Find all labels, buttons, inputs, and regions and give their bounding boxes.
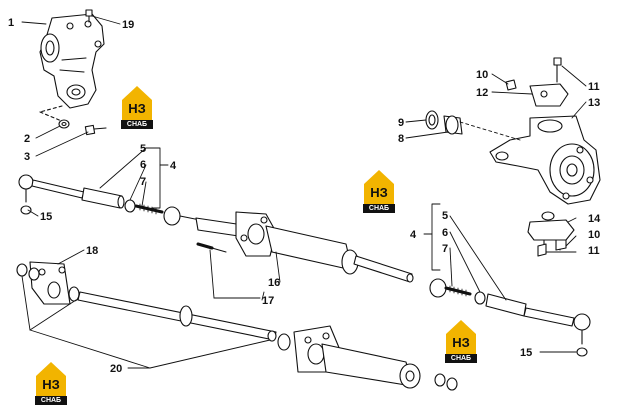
callout-11-bottom: 11 xyxy=(588,245,600,257)
bolt-3 xyxy=(84,124,107,136)
svg-text:СНАБ: СНАБ xyxy=(41,397,61,404)
callout-4-left: 4 xyxy=(170,160,177,172)
center-drag-link xyxy=(195,211,414,283)
callout-5-left: 5 xyxy=(140,143,146,155)
svg-text:НЗ: НЗ xyxy=(42,377,60,392)
callout-18: 18 xyxy=(86,245,98,257)
callout-2: 2 xyxy=(24,133,30,145)
callout-17: 17 xyxy=(262,295,274,307)
callout-8: 8 xyxy=(398,133,404,145)
svg-text:НЗ: НЗ xyxy=(128,101,146,116)
callout-4-right: 4 xyxy=(410,229,417,241)
callout-15-left: 15 xyxy=(40,211,52,223)
callout-7-left: 7 xyxy=(140,176,146,188)
leader-lines xyxy=(21,15,587,369)
callout-12: 12 xyxy=(476,87,488,99)
watermark-logo-2: НЗ СНАБ xyxy=(362,169,396,214)
watermark-logo-3: НЗ СНАБ xyxy=(444,319,478,364)
right-steering-knuckle xyxy=(425,57,601,205)
callout-6-right: 6 xyxy=(442,227,448,239)
callout-6-left: 6 xyxy=(140,159,146,171)
callout-11-top: 11 xyxy=(588,81,600,93)
right-tie-rod xyxy=(429,278,591,357)
svg-text:СНАБ: СНАБ xyxy=(127,121,147,128)
svg-text:НЗ: НЗ xyxy=(452,335,470,350)
lower-bracket-14 xyxy=(527,211,575,257)
callout-7-right: 7 xyxy=(442,243,448,255)
callout-9: 9 xyxy=(398,117,404,129)
nut-2 xyxy=(58,119,70,129)
callout-20: 20 xyxy=(110,363,122,375)
left-tie-rod xyxy=(18,174,201,226)
watermark-logo-1: НЗ СНАБ xyxy=(120,85,154,130)
callout-15-right: 15 xyxy=(520,347,532,359)
callout-1: 1 xyxy=(8,17,14,29)
callout-16: 16 xyxy=(268,277,280,289)
callout-13: 13 xyxy=(588,97,600,109)
svg-text:СНАБ: СНАБ xyxy=(369,205,389,212)
callout-10-top: 10 xyxy=(476,69,488,81)
left-steering-knuckle xyxy=(39,13,105,109)
watermark-logo-4: НЗ СНАБ xyxy=(34,361,68,406)
svg-text:НЗ: НЗ xyxy=(370,185,388,200)
callout-labels: 1 19 2 3 5 6 7 4 15 18 16 17 20 10 12 11… xyxy=(8,17,601,375)
callout-5-right: 5 xyxy=(442,210,448,222)
callout-3: 3 xyxy=(24,151,30,163)
callout-14: 14 xyxy=(588,213,601,225)
callout-19: 19 xyxy=(122,19,134,31)
svg-text:СНАБ: СНАБ xyxy=(451,355,471,362)
bolt-19 xyxy=(85,9,93,23)
callout-10-bottom: 10 xyxy=(588,229,600,241)
lower-center-rod xyxy=(16,261,458,391)
